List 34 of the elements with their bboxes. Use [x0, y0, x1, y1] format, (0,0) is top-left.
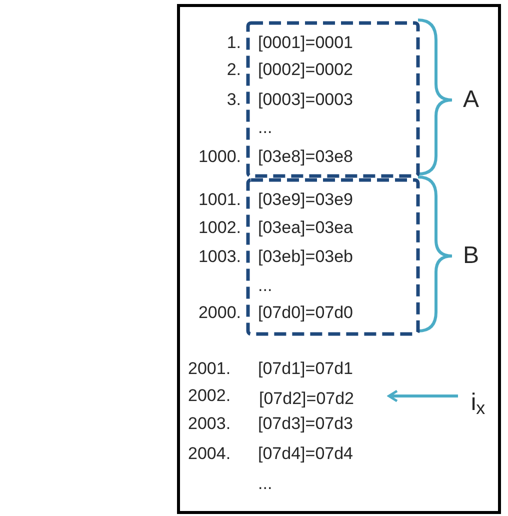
array-entry: [0001]=0001	[258, 32, 354, 54]
array-entry: [07d0]=07d0	[258, 302, 354, 324]
index-number: 2004.	[188, 443, 232, 465]
array-entry: [03e9]=03e9	[258, 189, 354, 211]
dashed-group-box	[246, 21, 420, 178]
index-number: 2001.	[188, 358, 232, 380]
array-entry: [07d3]=07d3	[258, 413, 354, 435]
index-number: 2000.	[197, 302, 241, 324]
group-label: B	[463, 242, 480, 270]
dashed-group-box	[246, 178, 420, 336]
array-entry: ...	[258, 473, 274, 495]
array-entry: ...	[258, 275, 274, 297]
array-entry: ...	[258, 117, 274, 139]
array-entry: [03e8]=03e8	[258, 146, 354, 168]
index-number: 1002.	[197, 217, 241, 239]
outer-frame	[177, 4, 501, 514]
array-entry: [07d2]=07d2	[259, 388, 389, 410]
index-number: 1001.	[197, 189, 241, 211]
index-number: 2002.	[188, 385, 232, 407]
array-entry: [0003]=0003	[258, 89, 354, 111]
array-entry: [07d4]=07d4	[258, 443, 354, 465]
array-entry: [03ea]=03ea	[258, 217, 354, 239]
pointer-label: i$_{x}$	[465, 389, 491, 417]
index-number: 1000.	[197, 146, 241, 168]
index-number: 1003.	[197, 246, 241, 268]
index-number: 2.	[226, 59, 241, 81]
group-label: A	[463, 86, 480, 114]
index-number: 1.	[226, 32, 241, 54]
index-number: 3.	[226, 89, 241, 111]
array-entry: [03eb]=03eb	[258, 246, 354, 268]
array-entry: [0002]=0002	[258, 59, 354, 81]
array-entry: [07d1]=07d1	[258, 358, 354, 380]
index-number: 2003.	[188, 413, 232, 435]
arrow	[388, 390, 458, 402]
